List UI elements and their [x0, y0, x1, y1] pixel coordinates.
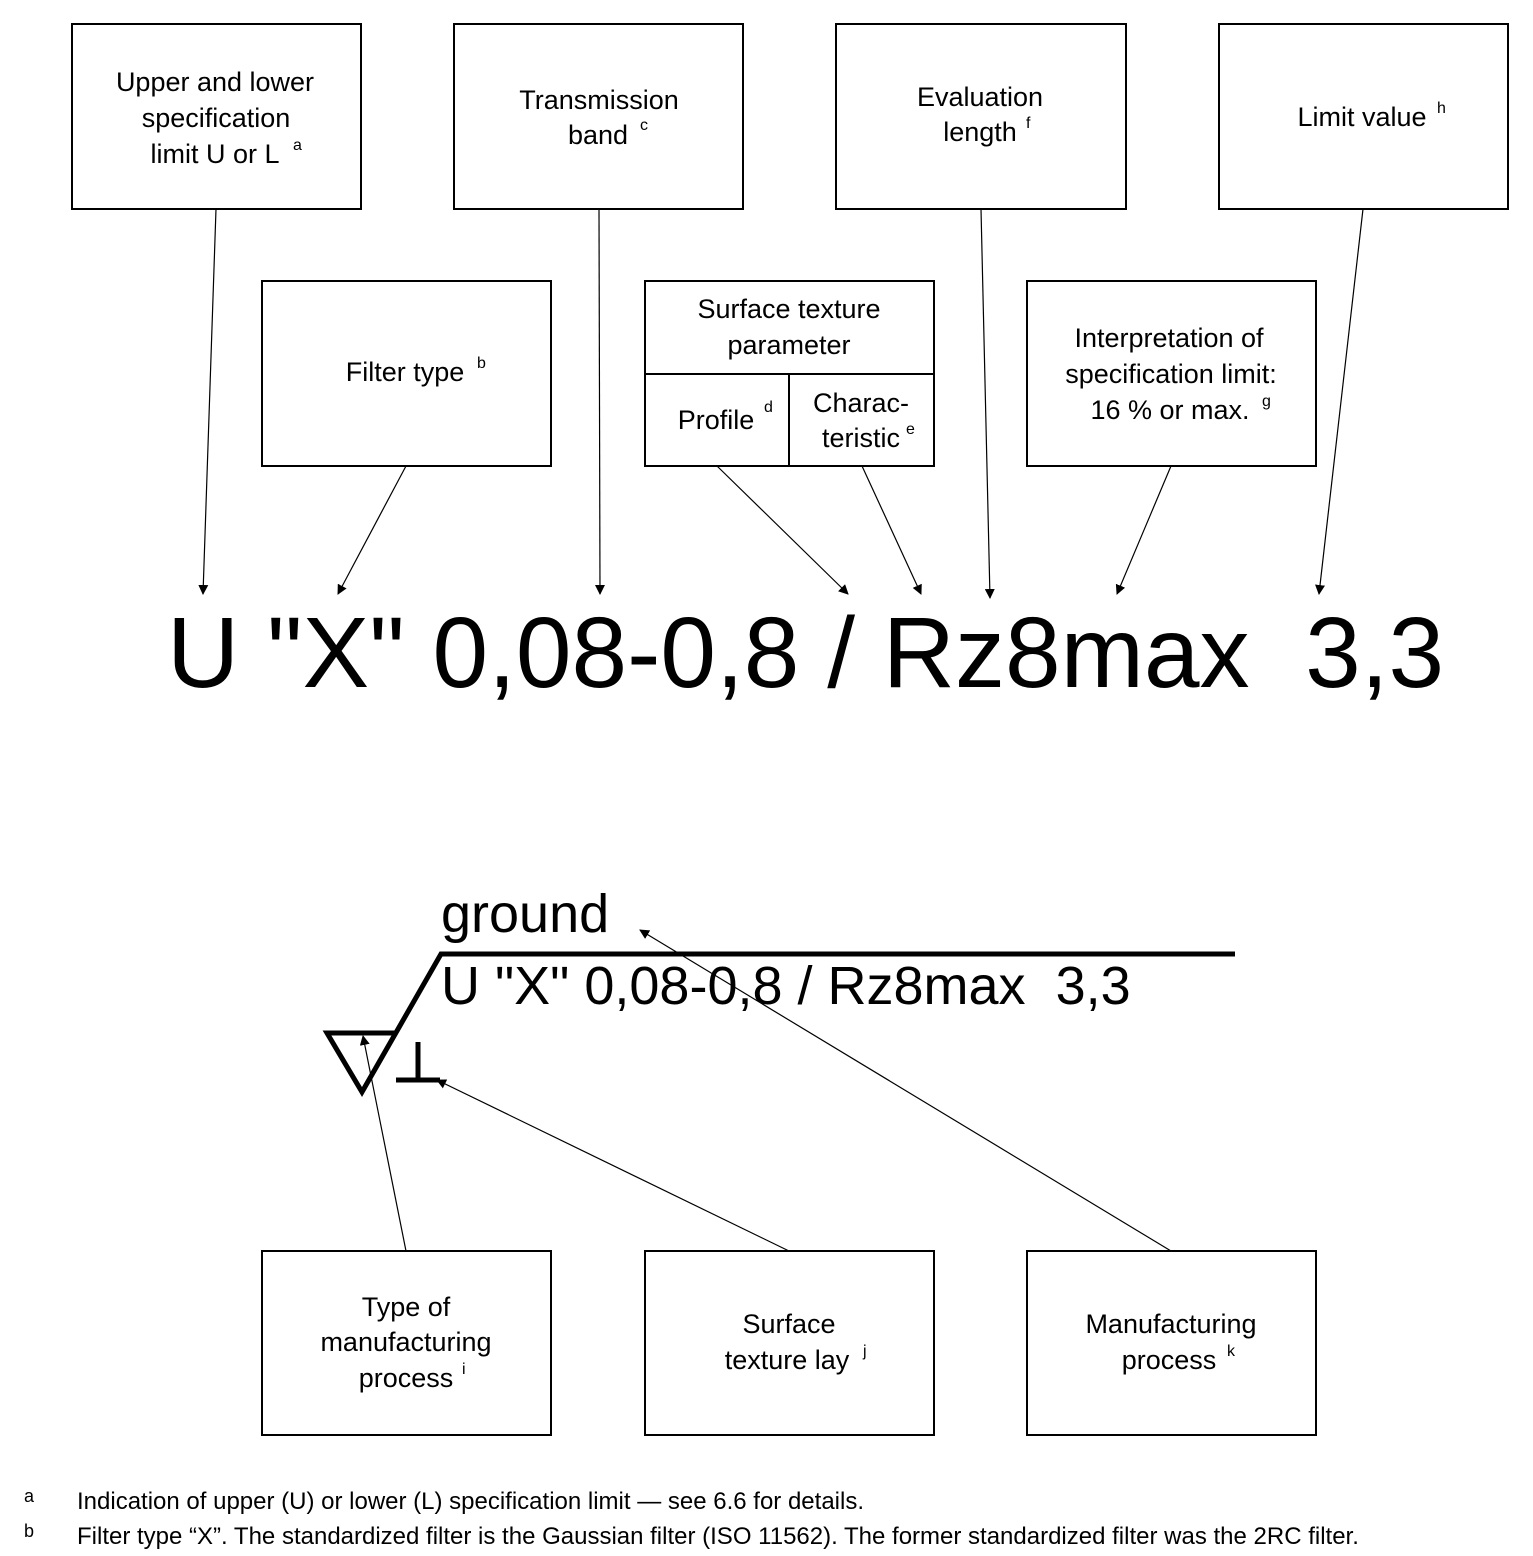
callout-transmission-band: Transmission band c: [453, 23, 744, 210]
callout-evaluation-length: Evaluation length f: [835, 23, 1127, 210]
spec-limit-line-2: specification: [142, 103, 291, 133]
leader-interpretation: [1115, 465, 1172, 595]
evaluation-length-line-1: Evaluation: [917, 82, 1043, 112]
callout-surface-texture-parameter: Surface texture parameter Profile d Char…: [644, 280, 935, 467]
leader-limit-value: [1315, 208, 1364, 595]
profile-label: Profile: [678, 405, 755, 435]
footnote-key: a: [24, 1487, 35, 1506]
leader-surface-lay: [436, 1079, 790, 1252]
type-of-process-line-2: manufacturing: [320, 1327, 491, 1357]
footnote-key: b: [24, 1522, 35, 1541]
footnote-b: b Filter type “X”. The standardized filt…: [0, 1522, 1533, 1556]
interpretation-line-3: 16 % or max.: [1090, 395, 1249, 425]
surface-lay-line-1: Surface: [742, 1309, 835, 1339]
footnote-ref-a: a: [293, 137, 302, 154]
callout-spec-limit: Upper and lower specification limit U or…: [71, 23, 362, 210]
leader-profile: [716, 465, 849, 595]
evaluation-length-line-2: length: [943, 117, 1017, 147]
footnote-ref-j: j: [862, 1343, 867, 1360]
callout-filter-type: Filter type b: [261, 280, 552, 467]
footnote-ref-g: g: [1262, 393, 1271, 410]
type-of-process-line-1: Type of: [362, 1292, 451, 1322]
indication-large: U "X" 0,08-0,8 / Rz8max 3,3: [167, 597, 1444, 709]
footnote-ref-h: h: [1437, 100, 1446, 117]
surface-lay-line-2: texture lay: [725, 1345, 850, 1375]
footnote-text: Filter type “X”. The standardized filter…: [77, 1523, 1359, 1550]
manufacturing-process-line-1: Manufacturing: [1085, 1309, 1256, 1339]
symbol-tick: [322, 951, 1235, 1097]
footnote-ref-f: f: [1026, 115, 1031, 132]
characteristic-line-2: teristic: [822, 423, 900, 453]
transmission-band-line-1: Transmission: [519, 85, 679, 115]
leader-filter-type: [337, 465, 407, 595]
footnote-text: Indication of upper (U) or lower (L) spe…: [77, 1488, 864, 1515]
interpretation-line-1: Interpretation of: [1074, 323, 1264, 353]
callout-manufacturing-process: Manufacturing process k: [1026, 1250, 1317, 1436]
limit-value-line-1: Limit value: [1297, 102, 1426, 132]
footnote-ref-k: k: [1227, 1343, 1236, 1360]
surface-texture-parameter-line-2: parameter: [727, 330, 850, 360]
surface-texture-symbol: ground U "X" 0,08-0,8 / Rz8max 3,3: [322, 884, 1235, 1097]
leader-type-of-process: [359, 1035, 407, 1252]
callout-limit-value: Limit value h: [1218, 23, 1509, 210]
leader-characteristic: [861, 465, 922, 595]
footnote-a: a Indication of upper (U) or lower (L) s…: [0, 1487, 1533, 1521]
manufacturing-process-line-2: process: [1122, 1345, 1217, 1375]
footnote-ref-i: i: [462, 1361, 466, 1378]
callout-surface-lay: Surface texture lay j: [644, 1250, 935, 1436]
leader-lines-bottom: [359, 929, 1172, 1252]
surface-texture-parameter-line-1: Surface texture: [697, 294, 880, 324]
footnote-ref-b: b: [477, 355, 486, 372]
leader-spec-limit: [198, 208, 217, 595]
transmission-band-line-2: band: [568, 120, 628, 150]
surface-texture-diagram: Upper and lower specification limit U or…: [71, 23, 1509, 1436]
spec-limit-line-1: Upper and lower: [116, 67, 314, 97]
callout-type-of-process: Type of manufacturing process i: [261, 1250, 552, 1436]
footnote-ref-c: c: [640, 117, 648, 134]
interpretation-line-2: specification limit:: [1065, 359, 1277, 389]
leader-transmission-band: [594, 208, 605, 595]
indication-on-symbol: U "X" 0,08-0,8 / Rz8max 3,3: [441, 956, 1131, 1016]
filter-type-line-1: Filter type: [346, 357, 465, 387]
leader-evaluation-length: [980, 208, 995, 599]
process-text-ground: ground: [441, 884, 609, 944]
characteristic-line-1: Charac-: [813, 388, 909, 418]
callout-interpretation: Interpretation of specification limit: 1…: [1026, 280, 1317, 467]
leader-lines-top: [198, 208, 1364, 599]
leader-manufacturing-process: [639, 929, 1172, 1252]
footnote-ref-e: e: [906, 421, 915, 438]
footnote-ref-d: d: [764, 399, 773, 416]
type-of-process-line-3: process: [359, 1363, 454, 1393]
spec-limit-line-3: limit U or L: [150, 139, 279, 169]
